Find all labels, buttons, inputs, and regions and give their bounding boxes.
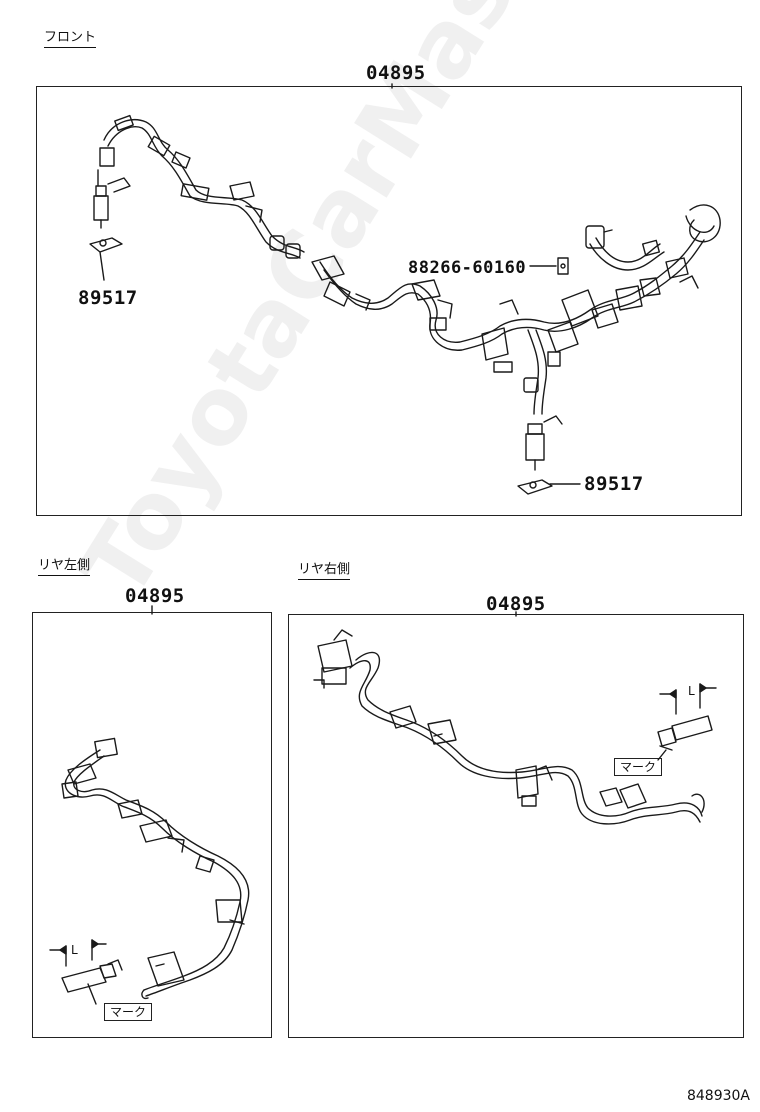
rear-left-clamps bbox=[61, 737, 245, 987]
rear-right-wire-harness bbox=[349, 651, 705, 825]
rear-right-mark-label: マーク bbox=[614, 758, 663, 776]
rear-left-mark-label: マーク bbox=[104, 1003, 153, 1021]
part-88266-60160-icon bbox=[529, 257, 569, 275]
callout-part-89517-right: 89517 bbox=[584, 473, 644, 495]
rear-left-assembly-part-number: 04895 bbox=[125, 585, 185, 607]
rear-right-dimension-label: L bbox=[688, 684, 695, 698]
rear-left-speed-sensor bbox=[49, 939, 123, 1005]
callout-part-89517-left: 89517 bbox=[78, 287, 138, 309]
rear-right-clamps bbox=[313, 629, 647, 809]
section-label-front: フロント bbox=[44, 30, 97, 48]
rear-right-speed-sensor bbox=[657, 683, 717, 761]
diagram-code: 848930A bbox=[686, 1088, 750, 1104]
section-label-rear-right: リヤ右側 bbox=[298, 562, 351, 580]
front-right-speed-sensor bbox=[517, 415, 581, 495]
section-label-rear-left: リヤ左側 bbox=[38, 558, 91, 576]
front-left-speed-sensor bbox=[89, 169, 131, 281]
front-assembly-part-number: 04895 bbox=[366, 62, 426, 84]
rear-left-dimension-label: L bbox=[71, 943, 78, 957]
front-wire-harness bbox=[103, 119, 721, 415]
rear-left-wire-harness bbox=[64, 749, 250, 1000]
front-clamps bbox=[99, 114, 699, 393]
front-harness-panel bbox=[36, 86, 742, 516]
callout-part-88266-60160: 88266-60160 bbox=[408, 258, 527, 278]
rear-right-assembly-part-number: 04895 bbox=[486, 593, 546, 615]
